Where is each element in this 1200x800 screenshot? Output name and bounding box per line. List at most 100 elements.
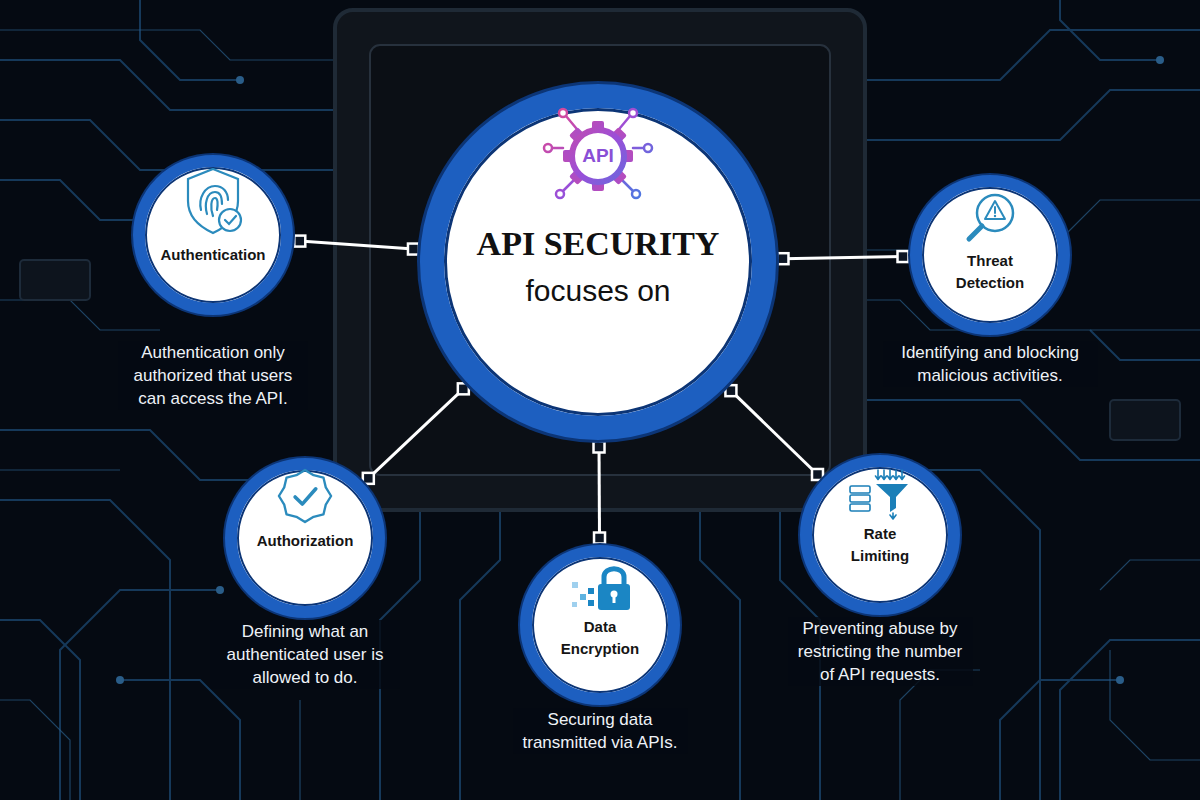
gear-tooth — [592, 121, 604, 130]
icon-label: API — [582, 145, 614, 167]
chip-package — [335, 10, 865, 510]
topic-title: Authorization — [240, 530, 370, 552]
incoming-arrow — [882, 470, 887, 480]
warning-dot — [994, 215, 996, 217]
outgoing-arrow — [890, 513, 896, 519]
magnifier-lens — [977, 195, 1013, 231]
connector-terminal — [898, 251, 909, 262]
authorization-badge-icon — [279, 470, 331, 522]
topic-circle: Rate LimitingPreventing abuse by restric… — [800, 455, 960, 615]
circuit-component — [1110, 400, 1180, 440]
gear-tooth — [624, 150, 633, 162]
circuit-via — [216, 586, 224, 594]
connector-line — [731, 391, 818, 475]
topic-title: Data Encryption — [553, 616, 648, 660]
circuit-traces-fine — [0, 30, 1200, 800]
incoming-arrow — [900, 470, 905, 480]
circuit-via — [1156, 56, 1164, 64]
topic-title: Threat Detection — [945, 250, 1035, 294]
connector-terminal — [594, 441, 605, 452]
shield-outline — [188, 169, 238, 233]
connector-terminal — [363, 473, 374, 484]
chip-die — [370, 45, 830, 475]
network-dot — [632, 190, 640, 198]
funnel — [876, 484, 908, 512]
data-pixel — [588, 588, 594, 594]
data-pixel — [580, 594, 586, 600]
network-branch — [552, 147, 563, 150]
network-branch — [563, 181, 573, 191]
data-pixel — [572, 582, 578, 588]
network-dot — [644, 144, 652, 152]
lock-body — [598, 584, 630, 610]
fingerprint-line — [211, 198, 217, 216]
server-unit — [850, 504, 870, 511]
threat-magnifier-icon — [969, 195, 1013, 239]
lock-icon — [572, 569, 630, 610]
server-unit — [850, 486, 870, 493]
connector-line — [300, 241, 414, 249]
network-branch — [633, 147, 644, 150]
connector-terminal — [294, 236, 305, 247]
check-badge — [219, 209, 241, 231]
connector-line — [368, 389, 463, 478]
connector-terminal — [458, 383, 469, 394]
topic-title: Authentication — [146, 244, 280, 266]
hub-subheading: focuses on — [448, 273, 748, 309]
connector-terminal — [594, 533, 605, 544]
network-dot — [629, 109, 637, 117]
data-pixel — [588, 600, 594, 606]
incoming-arrow — [894, 470, 899, 480]
topic-circle: Threat DetectionIdentifying and blocking… — [910, 175, 1070, 335]
check-mark — [225, 216, 236, 224]
gear-tooth — [569, 170, 584, 185]
fingerprint-line — [206, 192, 222, 214]
topic-description: Identifying and blocking malicious activ… — [883, 341, 1098, 387]
connector-terminal — [725, 385, 736, 396]
topic-description: Securing data transmitted via APIs. — [513, 708, 688, 754]
network-branch — [623, 181, 633, 191]
data-pixel — [572, 602, 577, 607]
circuit-component — [20, 260, 90, 300]
network-dot — [544, 144, 552, 152]
topic-circle: Data EncryptionSecuring data transmitted… — [520, 545, 680, 705]
connector-terminal — [812, 469, 823, 480]
warning-mark — [994, 207, 996, 213]
connector-terminal — [777, 253, 788, 264]
check-mark — [295, 489, 316, 504]
network-branch — [566, 116, 576, 128]
connector-terminal — [408, 244, 419, 255]
magnifier-handle — [969, 226, 982, 239]
fingerprint-line — [200, 186, 228, 210]
topic-circle: AuthorizationDefining what an authentica… — [225, 458, 385, 618]
network-branch — [620, 116, 630, 128]
warning-triangle — [985, 201, 1005, 219]
rate-funnel-icon — [850, 470, 908, 519]
topic-description: Authentication only authorized that user… — [118, 341, 308, 410]
gear-tooth — [563, 150, 572, 162]
circuit-via — [1116, 676, 1124, 684]
incoming-arrow — [876, 470, 881, 480]
gear-tooth — [612, 170, 627, 185]
hub-circle: API SECURITY focuses on — [420, 84, 776, 440]
circuit-via — [236, 76, 244, 84]
gear-tooth — [569, 127, 584, 142]
connector-line — [598, 447, 602, 538]
hub-heading: API SECURITY — [448, 224, 748, 264]
gear-ring — [572, 130, 624, 182]
gear-tooth — [612, 127, 627, 142]
topic-circle: AuthenticationAuthentication only author… — [133, 155, 293, 315]
lock-keyhole — [611, 591, 618, 598]
badge-outline — [279, 470, 331, 522]
fingerprint-shield-icon — [188, 169, 241, 233]
circuit-via — [116, 676, 124, 684]
topic-title: Rate Limiting — [840, 523, 920, 567]
api-gear-icon — [544, 109, 652, 198]
connector-line — [783, 257, 903, 259]
incoming-arrow — [888, 470, 893, 480]
server-unit — [850, 495, 870, 502]
lock-shackle — [604, 569, 624, 584]
topic-description: Defining what an authenticated user is a… — [210, 620, 400, 689]
